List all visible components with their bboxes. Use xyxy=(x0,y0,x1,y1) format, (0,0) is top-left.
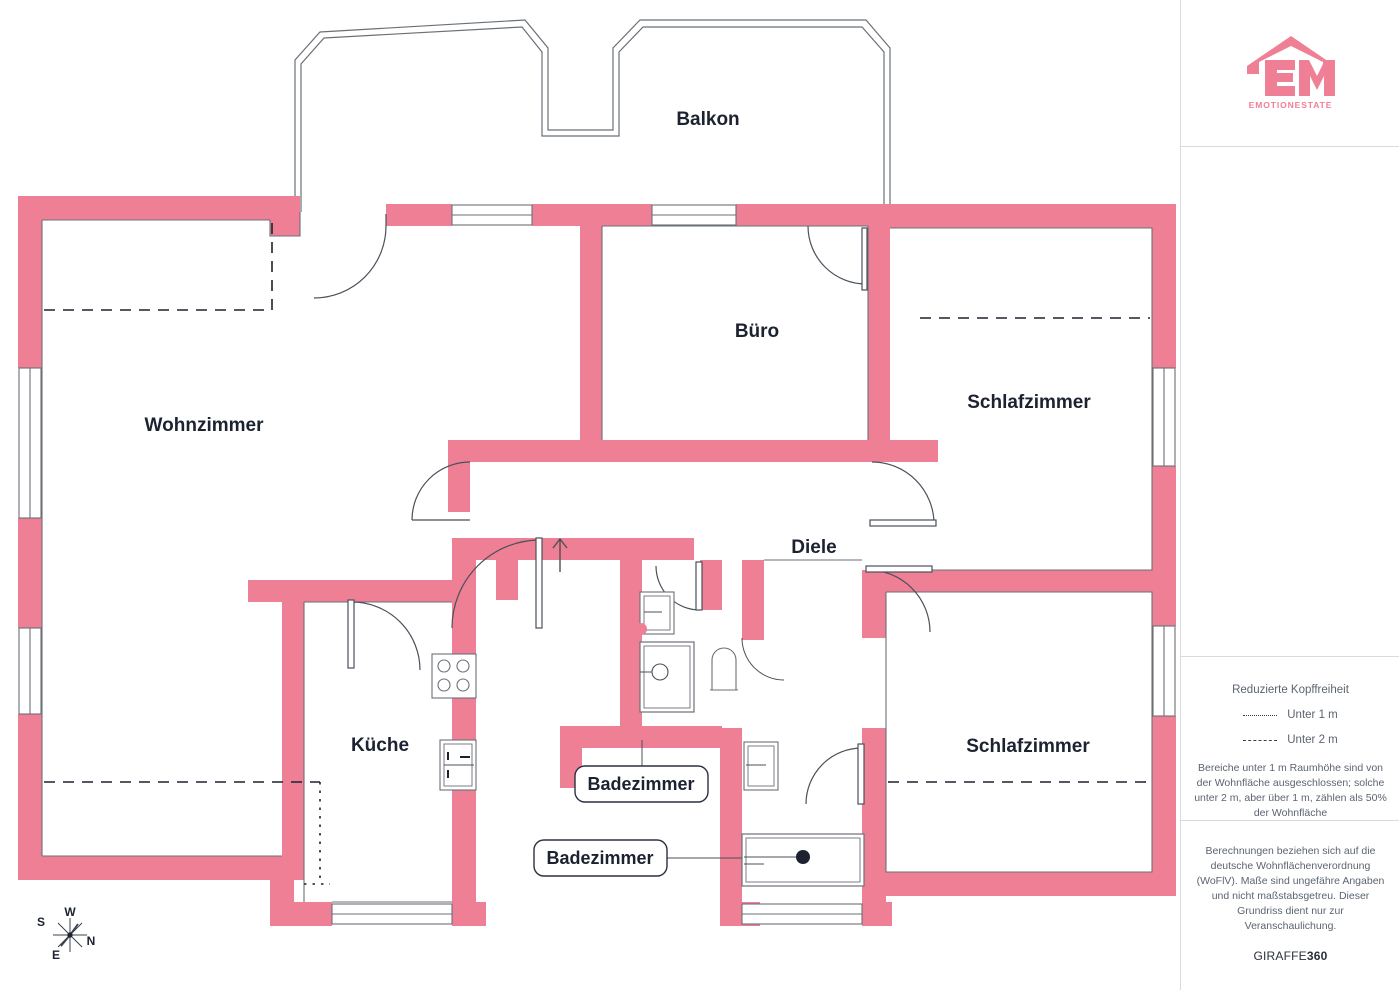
callout-badezimmer-1[interactable]: Badezimmer xyxy=(574,765,709,803)
washbasin-icon xyxy=(635,591,675,635)
bathroom-1-fixtures xyxy=(635,591,738,713)
giraffe360-brand: GIRAFFE360 xyxy=(1181,949,1399,963)
room-label-kueche: Küche xyxy=(351,735,409,756)
floor-plan-canvas[interactable]: Badezimmer Badezimmer Balkon Wohnzimmer … xyxy=(0,0,1180,990)
wall-structure xyxy=(18,196,1176,926)
blank-panel xyxy=(1181,147,1399,657)
room-label-buero: Büro xyxy=(735,321,779,342)
balcony-outline xyxy=(294,19,891,212)
callout-badezimmer-2[interactable]: Badezimmer xyxy=(533,839,668,877)
room-label-schlafzimmer-2: Schlafzimmer xyxy=(966,736,1090,757)
legend-panel: Reduzierte Kopffreiheit Unter 1 m Unter … xyxy=(1181,657,1399,821)
notes-panel: Berechnungen beziehen sich auf die deuts… xyxy=(1181,821,1399,990)
entrance-arrow-icon xyxy=(552,537,568,572)
legend-item-unter-2m: Unter 2 m xyxy=(1181,734,1399,746)
callout-label-1: Badezimmer xyxy=(587,774,694,794)
compass-letter-e: E xyxy=(52,948,60,962)
compass-letter-w: W xyxy=(64,905,76,919)
sidebar: EMOTIONESTATE Reduzierte Kopffreiheit Un… xyxy=(1180,0,1399,990)
windows xyxy=(18,204,1176,925)
brand-suffix: 360 xyxy=(1306,949,1328,964)
kitchen-sink-icon xyxy=(439,739,477,791)
emotionestate-logo: EMOTIONESTATE xyxy=(1243,34,1339,112)
compass-letter-n: N xyxy=(87,934,96,948)
floor-plan-drawing: Badezimmer Badezimmer Balkon Wohnzimmer … xyxy=(18,19,1176,962)
room-outlines xyxy=(41,212,1153,903)
bathtub-icon xyxy=(639,641,695,713)
legend-item-label-1: Unter 1 m xyxy=(1287,709,1338,721)
legend-description: Bereiche unter 1 m Raumhöhe sind von der… xyxy=(1194,762,1387,819)
logo-wordmark: EMOTIONESTATE xyxy=(1248,100,1333,110)
callout-leaders xyxy=(641,740,742,859)
legend-title: Reduzierte Kopffreiheit xyxy=(1232,684,1349,696)
room-label-wohnzimmer: Wohnzimmer xyxy=(145,415,265,436)
doors xyxy=(313,214,937,805)
stove-icon xyxy=(431,653,477,699)
kitchen-fixtures xyxy=(431,653,477,791)
legend-dotted-line-icon xyxy=(1243,714,1278,716)
callout-label-2: Badezimmer xyxy=(546,848,653,868)
legend-item-unter-1m: Unter 1 m xyxy=(1181,709,1399,721)
washbasin-icon-2 xyxy=(743,741,779,791)
bathtub-icon-2 xyxy=(741,833,865,887)
em-house-logo-icon xyxy=(1246,36,1335,96)
room-label-balkon: Balkon xyxy=(676,109,739,130)
logo-panel: EMOTIONESTATE xyxy=(1181,0,1399,147)
bathroom-2-fixtures xyxy=(741,741,865,887)
brand-prefix: GIRAFFE xyxy=(1253,949,1307,964)
legend-item-label-2: Unter 2 m xyxy=(1287,734,1338,746)
compass-letter-s: S xyxy=(37,915,45,929)
room-label-diele: Diele xyxy=(791,537,836,558)
room-label-schlafzimmer-1: Schlafzimmer xyxy=(967,392,1091,413)
toilet-icon xyxy=(710,647,738,691)
legend-dashed-line-icon xyxy=(1243,739,1278,741)
compass-rose: W S N E xyxy=(37,905,95,962)
notes-description: Berechnungen beziehen sich auf die deuts… xyxy=(1196,845,1385,932)
reduced-headroom-lines xyxy=(44,222,1150,885)
